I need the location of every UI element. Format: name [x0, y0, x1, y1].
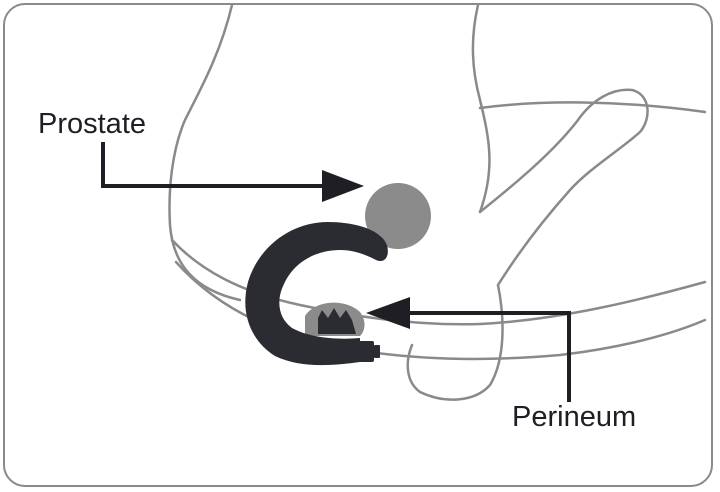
abdomen-outline [471, 3, 491, 214]
massager-tip [356, 341, 374, 362]
massager-tip-cap [374, 345, 380, 358]
prostate-arrow-head [322, 170, 364, 202]
scrotum-outline [406, 283, 504, 401]
prostate-arrow-line [101, 142, 330, 188]
prostate-shape [365, 183, 431, 249]
thigh-outline-top [478, 101, 707, 114]
body-outline-seat-bottom [174, 260, 707, 361]
prostate-label: Prostate [38, 108, 146, 140]
perineum-label: Perineum [512, 401, 637, 433]
massager-body [245, 222, 388, 366]
massager-ridges [318, 308, 356, 334]
perineum-arrow-line [408, 311, 571, 402]
perineum-arrow-head [366, 297, 410, 329]
penis-outline [478, 88, 649, 287]
massager-device [245, 222, 388, 366]
body-outline-back [168, 3, 242, 302]
